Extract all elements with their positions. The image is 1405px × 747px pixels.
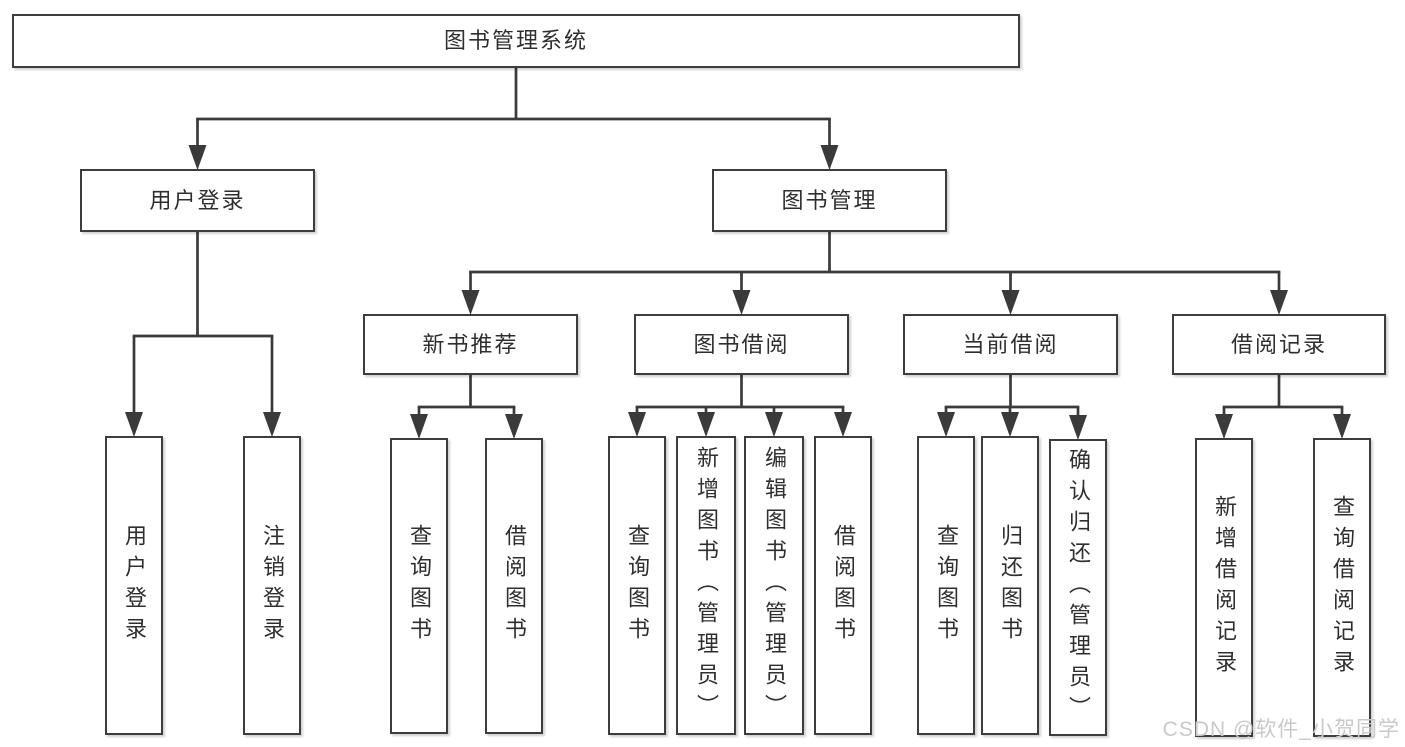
- node-user-login: 用户登录: [80, 169, 315, 232]
- arrowhead-icon: [188, 145, 207, 170]
- node-borrowing-records: 借阅记录: [1172, 314, 1386, 375]
- arrowhead-icon: [1001, 412, 1019, 437]
- node-add-borrow-record: 新增借阅记录: [1195, 438, 1253, 737]
- node-cur-query-books: 查询图书: [917, 436, 975, 735]
- node-label: 查询图书: [625, 523, 650, 648]
- node-label: 新增借阅记录: [1212, 494, 1237, 681]
- arrowhead-icon: [834, 412, 852, 437]
- node-label: 图书管理: [781, 187, 878, 213]
- node-bor-query-books: 查询图书: [608, 436, 666, 735]
- node-logout: 注销登录: [243, 436, 301, 735]
- node-bor-edit-books-admin: 编辑图书（管理员）: [744, 436, 804, 735]
- node-rec-query-books: 查询图书: [390, 438, 448, 734]
- node-book-management: 图书管理: [712, 169, 947, 232]
- node-label: 用户登录: [149, 187, 246, 213]
- node-label: 借阅图书: [502, 524, 527, 648]
- node-new-book-recommend: 新书推荐: [363, 314, 578, 375]
- node-label: 查询图书: [934, 523, 959, 648]
- arrowhead-icon: [1001, 290, 1020, 315]
- node-label: 借阅图书: [831, 523, 856, 648]
- node-book-borrowing: 图书借阅: [634, 314, 849, 375]
- node-rec-borrow-books: 借阅图书: [485, 438, 543, 734]
- node-label: 图书管理系统: [443, 28, 588, 53]
- arrowhead-icon: [505, 414, 523, 439]
- arrowhead-icon: [1333, 414, 1351, 439]
- node-query-borrow-record: 查询借阅记录: [1313, 438, 1371, 737]
- node-label: 借阅记录: [1230, 331, 1327, 357]
- node-label: 查询借阅记录: [1330, 494, 1355, 681]
- node-label: 注销登录: [260, 523, 285, 648]
- node-label: 确认归还（管理员）: [1066, 448, 1091, 727]
- arrowhead-icon: [1069, 415, 1087, 440]
- watermark: CSDN @软件_小贺同学: [1162, 718, 1400, 741]
- arrowhead-icon: [1215, 414, 1233, 439]
- arrowhead-icon: [410, 414, 428, 439]
- node-bor-add-books-admin: 新增图书（管理员）: [676, 436, 736, 735]
- arrowhead-icon: [732, 290, 751, 315]
- node-label: 查询图书: [407, 524, 432, 648]
- arrowhead-icon: [125, 412, 143, 437]
- node-label: 归还图书: [998, 523, 1023, 648]
- arrowhead-icon: [765, 412, 783, 437]
- arrowhead-icon: [697, 412, 715, 437]
- node-cur-confirm-return-admin: 确认归还（管理员）: [1049, 439, 1107, 736]
- arrowhead-icon: [628, 412, 646, 437]
- node-root: 图书管理系统: [12, 14, 1020, 68]
- node-label: 用户登录: [122, 523, 147, 648]
- node-label: 当前借阅: [962, 331, 1059, 357]
- node-label: 图书借阅: [693, 331, 790, 357]
- node-do-user-login: 用户登录: [105, 436, 163, 735]
- arrowhead-icon: [820, 145, 839, 170]
- arrowhead-icon: [937, 412, 955, 437]
- node-label: 新书推荐: [422, 331, 519, 357]
- node-current-borrowing: 当前借阅: [903, 314, 1118, 375]
- node-label: 编辑图书（管理员）: [762, 446, 787, 725]
- arrowhead-icon: [461, 290, 480, 315]
- node-label: 新增图书（管理员）: [694, 446, 719, 725]
- arrowhead-icon: [1270, 290, 1288, 315]
- arrowhead-icon: [263, 412, 281, 437]
- node-cur-return-books: 归还图书: [981, 436, 1039, 735]
- node-bor-borrow-books: 借阅图书: [814, 436, 872, 735]
